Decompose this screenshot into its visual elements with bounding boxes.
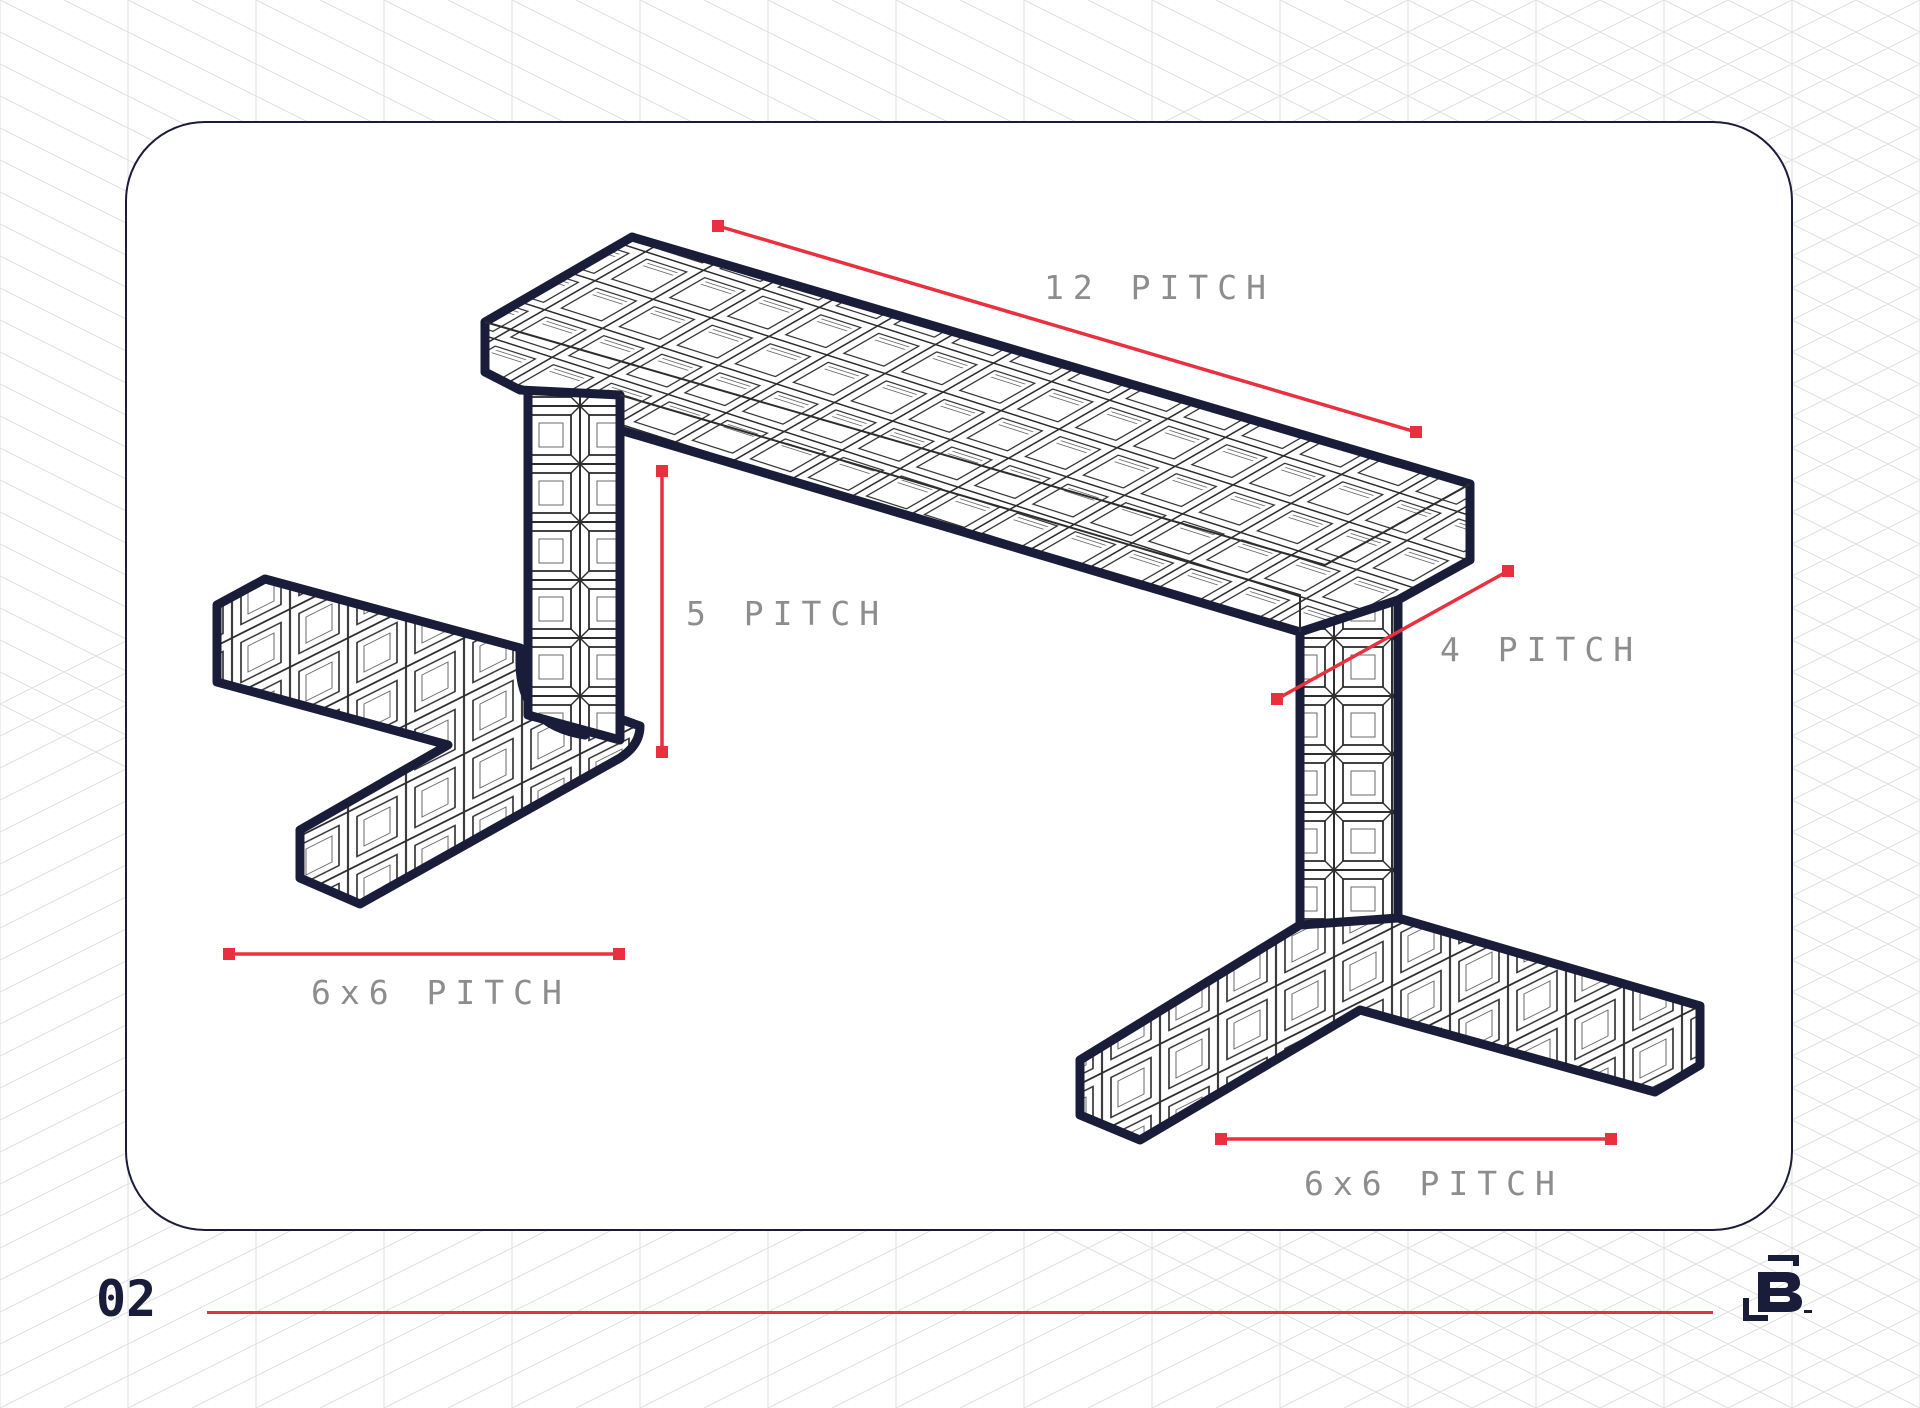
dimension-line-top-length [712, 220, 1422, 438]
dimension-label-leg-height: 5 PITCH [686, 594, 889, 633]
page-number: 02 [96, 1270, 157, 1328]
footer-rule [207, 1311, 1713, 1314]
dimension-label-top-length: 12 PITCH [1044, 268, 1275, 307]
dimension-line-left-foot [223, 948, 625, 960]
dimension-label-top-depth: 4 PITCH [1440, 630, 1643, 669]
bracket-b-logo-icon [1743, 1255, 1812, 1321]
right-foot [1075, 913, 1705, 1145]
dimension-line-leg-height [656, 465, 668, 758]
dimension-label-left-foot: 6x6 PITCH [311, 973, 571, 1012]
dimension-line-right-foot [1215, 1133, 1617, 1145]
dimension-label-right-foot: 6x6 PITCH [1304, 1164, 1564, 1203]
table-top [480, 232, 1475, 637]
dimension-line-top-depth [1271, 565, 1514, 705]
left-leg [523, 385, 625, 745]
dimension-lines [223, 220, 1617, 1145]
